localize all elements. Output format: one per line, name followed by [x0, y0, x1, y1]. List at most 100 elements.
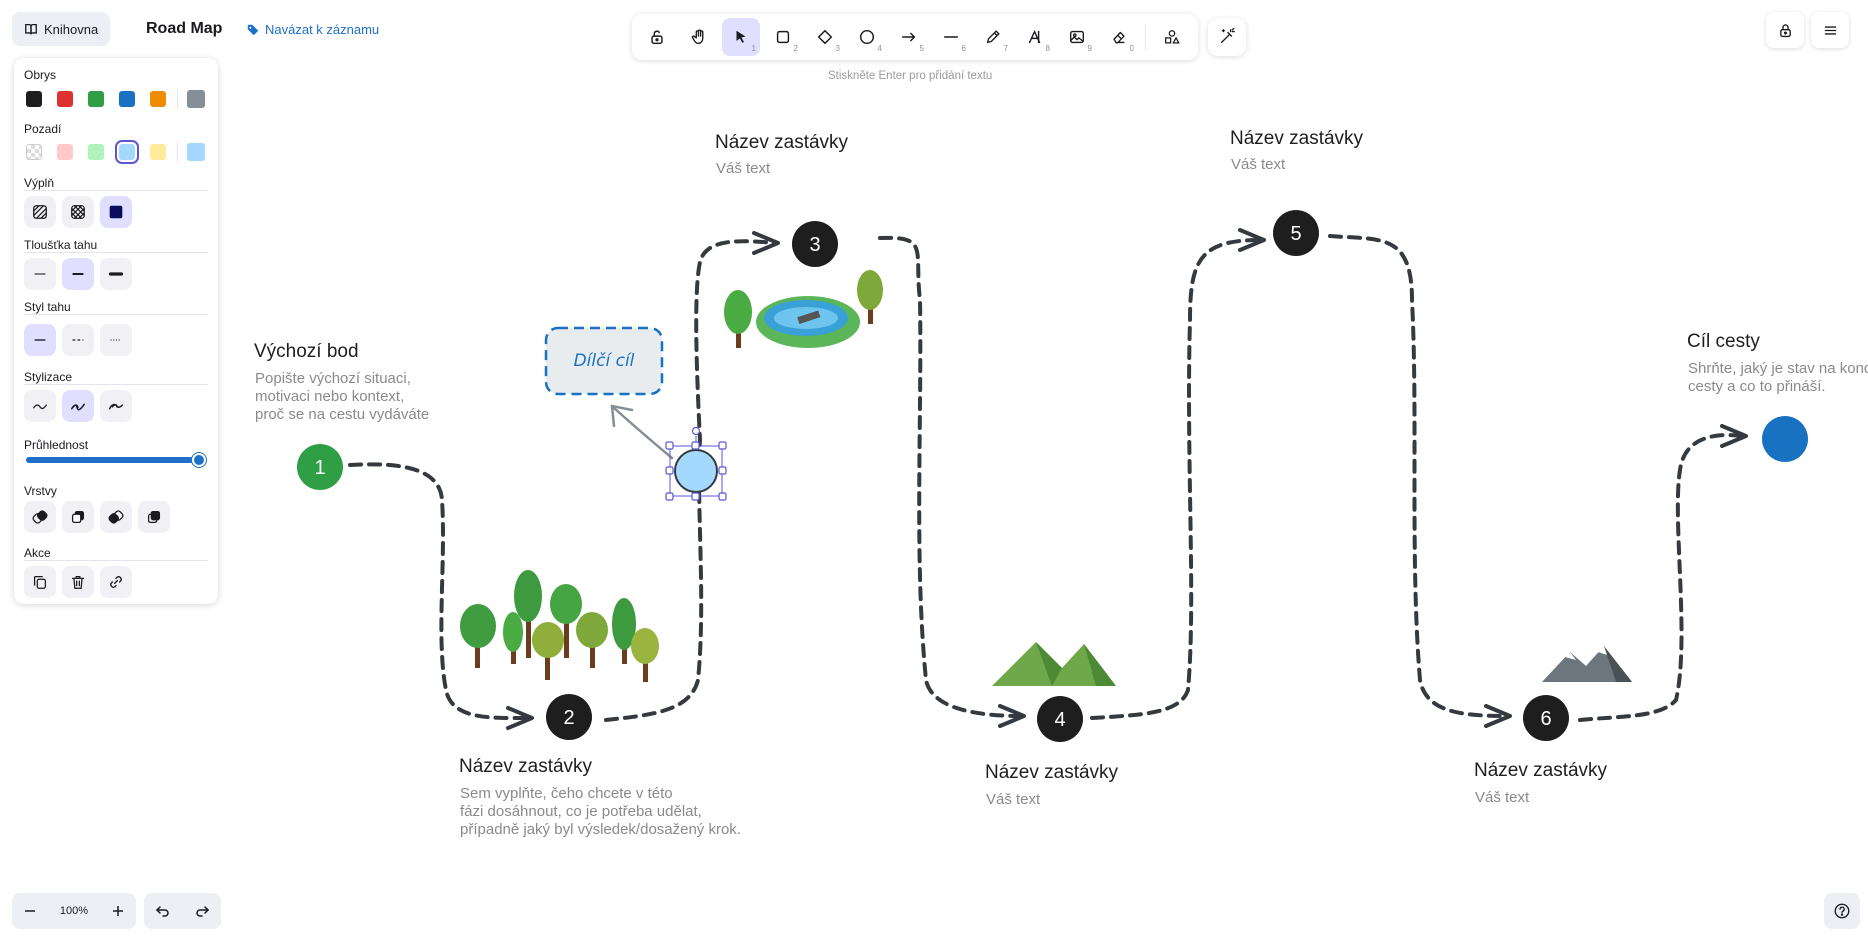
duplicate-button[interactable] [24, 566, 56, 598]
stroke-label: Obrys [24, 68, 57, 82]
bring-to-front-button[interactable] [138, 501, 170, 533]
draw-tool[interactable]: 7 [974, 18, 1012, 56]
dashed-line-icon [72, 339, 84, 341]
milestone-box[interactable]: Dílčí cíl [544, 326, 664, 396]
send-to-back-button[interactable] [24, 501, 56, 533]
background-color-transparent[interactable] [26, 144, 42, 160]
stop5-description[interactable]: Váš text [1231, 156, 1286, 173]
goal-title[interactable]: Cíl cesty [1687, 331, 1760, 352]
library-button[interactable]: Knihovna [12, 12, 111, 46]
stop-marker-4[interactable]: 4 [1037, 696, 1083, 742]
sloppiness-artist[interactable] [62, 390, 94, 422]
stop4-title[interactable]: Název zastávky [985, 762, 1119, 783]
stop4-description[interactable]: Váš text [986, 791, 1041, 808]
link-to-record-link[interactable]: Navázat k záznamu [247, 22, 379, 37]
background-color-green[interactable] [88, 144, 104, 160]
stroke-color-green[interactable] [88, 91, 104, 107]
diamond-tool[interactable]: 3 [806, 18, 844, 56]
properties-panel: Obrys Pozadí Výplň Tloušťka tahu [14, 58, 218, 604]
stop3-title[interactable]: Název zastávky [715, 132, 849, 153]
zoom-out-button[interactable] [12, 893, 48, 929]
zoom-level[interactable]: 100% [59, 905, 89, 917]
arrow-tool[interactable]: 5 [890, 18, 928, 56]
stroke-style-dashed[interactable] [62, 324, 94, 356]
lake-illustration [724, 270, 883, 348]
stroke-width-extra-bold[interactable] [100, 258, 132, 290]
help-button[interactable] [1824, 893, 1860, 929]
fill-solid-option[interactable] [100, 196, 132, 228]
hint-text: Stiskněte Enter pro přidání textu [828, 70, 993, 82]
stop-marker-6[interactable]: 6 [1523, 695, 1569, 741]
redo-button[interactable] [184, 893, 220, 929]
rectangle-tool[interactable]: 2 [764, 18, 802, 56]
stroke-color-red[interactable] [57, 91, 73, 107]
start-description[interactable]: Popište výchozí situaci, motivaci nebo k… [255, 370, 430, 423]
selection-tool[interactable]: 1 [722, 18, 760, 56]
lock-canvas-button[interactable] [1766, 12, 1804, 48]
start-title[interactable]: Výchozí bod [254, 341, 359, 362]
stroke-style-solid[interactable] [24, 324, 56, 356]
document-title[interactable]: Road Map [146, 20, 223, 37]
goal-marker[interactable] [1762, 416, 1808, 462]
background-color-yellow[interactable] [150, 144, 166, 160]
bring-forward-button[interactable] [100, 501, 132, 533]
eraser-tool[interactable]: 0 [1100, 18, 1138, 56]
fill-hachure-option[interactable] [24, 196, 56, 228]
main-menu-button[interactable] [1811, 12, 1849, 48]
background-color-current[interactable] [187, 143, 205, 161]
start-marker[interactable]: 1 [297, 444, 343, 490]
goal-description[interactable]: Shrňte, jaký je stav na konci cesty a co… [1688, 360, 1868, 395]
background-color-blue[interactable] [115, 140, 139, 164]
swatch-separator-2 [177, 142, 178, 162]
stroke-color-orange[interactable] [150, 91, 166, 107]
send-backward-button[interactable] [62, 501, 94, 533]
stroke-width-thin[interactable] [24, 258, 56, 290]
lock-icon [1779, 23, 1791, 37]
stop-marker-2[interactable]: 2 [546, 694, 592, 740]
background-color-pink[interactable] [57, 144, 73, 160]
zoom-in-button[interactable] [100, 893, 136, 929]
stop5-title[interactable]: Název zastávky [1230, 128, 1364, 149]
magic-tool-button[interactable] [1208, 18, 1246, 56]
image-tool[interactable]: 9 [1058, 18, 1096, 56]
fill-cross-hatch-option[interactable] [62, 196, 94, 228]
link-button[interactable] [100, 566, 132, 598]
stroke-color-blue[interactable] [119, 91, 135, 107]
stroke-color-black[interactable] [26, 91, 42, 107]
text-tool[interactable]: 8 [1016, 18, 1054, 56]
road-path[interactable] [348, 234, 1744, 722]
copy-icon [33, 575, 47, 589]
stop-number-5: 5 [1290, 223, 1301, 245]
opacity-slider-thumb[interactable] [192, 453, 206, 467]
line-tool[interactable]: 6 [932, 18, 970, 56]
stroke-style-dotted[interactable] [100, 324, 132, 356]
send-backward-icon [71, 510, 85, 524]
stop2-title[interactable]: Název zastávky [459, 756, 593, 777]
stop6-title[interactable]: Název zastávky [1474, 760, 1608, 781]
undo-button[interactable] [145, 893, 181, 929]
hand-tool[interactable] [680, 18, 718, 56]
stop3-description[interactable]: Váš text [716, 160, 771, 177]
link-icon [110, 576, 122, 588]
more-shapes-tool[interactable] [1153, 18, 1191, 56]
sloppiness-cartoonist[interactable] [100, 390, 132, 422]
eraser-shortcut: 0 [1129, 44, 1134, 53]
stop-marker-5[interactable]: 5 [1273, 210, 1319, 256]
stop6-description[interactable]: Váš text [1475, 789, 1530, 806]
stop-marker-3[interactable]: 3 [792, 221, 838, 267]
opacity-slider-track[interactable] [26, 457, 202, 463]
stroke-width-bold[interactable] [62, 258, 94, 290]
help-icon [1834, 903, 1850, 919]
stop2-description[interactable]: Sem vyplňte, čeho chcete v této fázi dos… [460, 785, 741, 838]
ellipse-tool[interactable]: 4 [848, 18, 886, 56]
milestone-arrow[interactable] [610, 404, 674, 460]
stroke-color-current[interactable] [187, 90, 205, 108]
lock-tool[interactable] [638, 18, 676, 56]
pointer-icon [736, 30, 746, 43]
image-shortcut: 9 [1087, 44, 1092, 53]
stroke-width-label: Tloušťka tahu [24, 238, 98, 252]
delete-button[interactable] [62, 566, 94, 598]
selected-circle[interactable] [665, 426, 727, 501]
sloppiness-architect[interactable] [24, 390, 56, 422]
